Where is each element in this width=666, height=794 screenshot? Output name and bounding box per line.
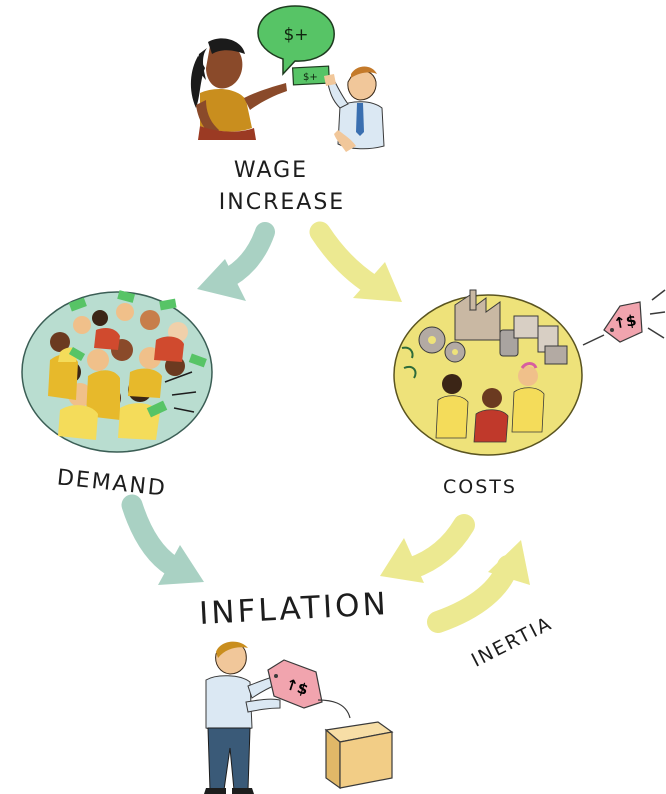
arrow-wage-to-costs [309,221,402,302]
costs-production-illustration [393,289,583,456]
speech-bubble: $+ [257,5,335,76]
pay-check-text: $+ [303,72,318,83]
costs-label: COSTS [443,476,517,498]
product-box [324,721,394,790]
pay-check: $+ [291,65,331,86]
arrow-demand-to-inflation [121,494,204,585]
wage-negotiation-illustration: $+ $+ [190,5,385,152]
arrow-costs-to-inflation [380,514,475,583]
employer-man [324,66,385,152]
inertia-label: INERTIA [468,612,556,671]
demand-crowd-illustration [21,290,213,453]
inflation-label: INFLATION [198,586,389,632]
inflation-price-tag: ↑$ [267,659,351,719]
demand-label: DEMAND [56,465,168,501]
wage-label-line2: INCREASE [219,190,345,215]
wage-label-line1: WAGE [234,158,308,183]
woman-worker [190,38,287,140]
cost-price-tag: ↑$ [582,289,666,346]
price-tagging-man-illustration [204,641,281,794]
speech-bubble-text: $+ [283,25,308,45]
arrow-inertia-loop [427,540,530,633]
arrow-wage-to-demand [197,222,275,301]
cost-price-tag-text: ↑$ [612,311,638,333]
